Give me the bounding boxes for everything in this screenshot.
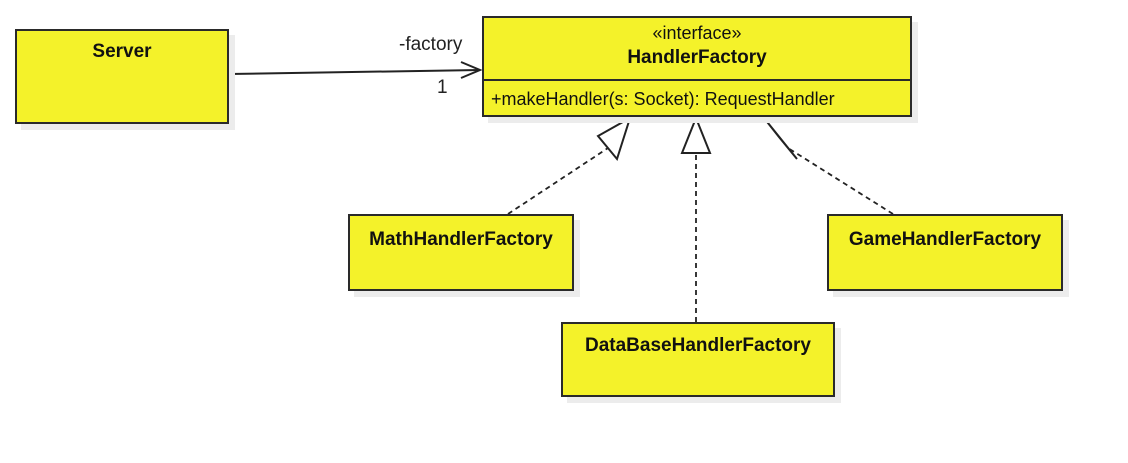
association-multiplicity-label: 1 — [437, 77, 448, 98]
realization-line-game — [787, 147, 894, 215]
class-server[interactable]: Server — [15, 29, 229, 124]
class-name: DataBaseHandlerFactory — [585, 335, 811, 356]
class-name: HandlerFactory — [627, 47, 767, 68]
realization-arrowhead-math — [596, 115, 632, 162]
operation-make-handler: +makeHandler(s: Socket): RequestHandler — [491, 89, 835, 109]
compartment-divider — [484, 79, 910, 81]
realization-line-math — [507, 147, 609, 215]
class-name: Server — [92, 41, 152, 62]
class-database-handler-factory[interactable]: DataBaseHandlerFactory — [561, 322, 835, 397]
interface-handler-factory[interactable]: «interface» HandlerFactory +makeHandler(… — [482, 16, 912, 117]
association-arrowhead — [460, 61, 483, 79]
realization-arrowhead-game — [763, 117, 798, 160]
association-line — [228, 69, 481, 75]
realization-arrowhead-database — [680, 115, 712, 154]
class-game-handler-factory[interactable]: GameHandlerFactory — [827, 214, 1063, 291]
class-math-handler-factory[interactable]: MathHandlerFactory — [348, 214, 574, 291]
class-name: GameHandlerFactory — [848, 229, 1042, 250]
stereotype-label: «interface» — [652, 23, 742, 43]
class-name: MathHandlerFactory — [369, 229, 553, 250]
association-role-label: -factory — [399, 34, 463, 55]
